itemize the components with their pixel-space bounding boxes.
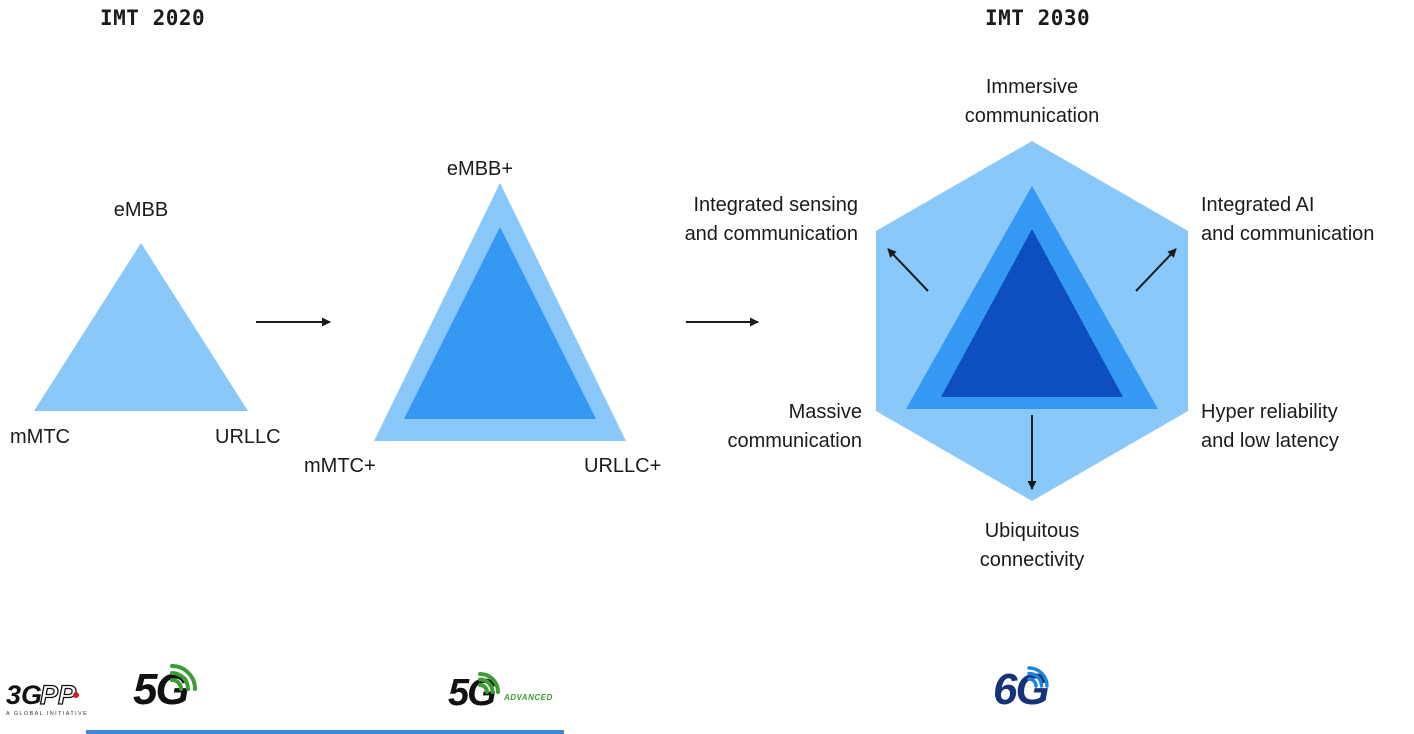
label-line: Massive xyxy=(788,401,862,423)
logo-3gpp-red-accent-icon xyxy=(73,691,80,698)
label-integrated-sensing: Integrated sensing and communication xyxy=(685,191,858,249)
logo-3gpp-wordmark: 3GPP xyxy=(6,680,88,710)
logo-3gpp: 3GPP A GLOBAL INITIATIVE xyxy=(6,680,89,717)
logo-5g-advanced-suffix: ADVANCED xyxy=(504,693,553,702)
logo-3gpp-pp: PP xyxy=(39,680,77,710)
label-mmtc: mMTC xyxy=(10,426,70,448)
label-line: Integrated AI xyxy=(1201,194,1315,216)
label-mmtc-plus: mMTC+ xyxy=(304,455,376,477)
label-urllc-plus: URLLC+ xyxy=(584,455,662,477)
logo-5g-signal-waves-icon xyxy=(170,664,197,691)
logo-6g-signal-waves-icon xyxy=(1027,666,1049,688)
logo-5g-advanced: 5G ADVANCED xyxy=(448,672,552,712)
logo-3gpp-tagline: A GLOBAL INITIATIVE xyxy=(6,711,89,717)
label-line: and low latency xyxy=(1201,430,1339,452)
logo-6g-wordmark: 6G xyxy=(993,665,1050,714)
arrow-integrated-sensing-icon xyxy=(887,248,929,292)
label-embb-plus: eMBB+ xyxy=(446,158,514,180)
label-line: Ubiquitous xyxy=(984,520,1080,542)
6g-inner-triangle xyxy=(941,229,1123,397)
label-ubiquitous-connectivity: Ubiquitous connectivity xyxy=(912,517,1152,575)
label-massive-communication: Massive communication xyxy=(727,398,862,456)
label-integrated-ai: Integrated AI and communication xyxy=(1201,191,1374,249)
5g-advanced-inner-triangle xyxy=(404,227,596,419)
label-line: and communication xyxy=(684,223,858,245)
label-immersive-communication: Immersive communication xyxy=(912,73,1152,131)
label-line: Immersive xyxy=(985,76,1079,98)
label-urllc: URLLC xyxy=(215,426,281,448)
arrow-integrated-ai-icon xyxy=(1135,248,1177,292)
imt-2020-heading: IMT 2020 xyxy=(100,6,206,30)
label-embb: eMBB xyxy=(113,199,169,221)
logo-6g: 6G xyxy=(993,665,1050,714)
logo-5g-advanced-signal-waves-icon xyxy=(478,672,500,694)
label-line: communication xyxy=(727,430,862,452)
5g-triangle xyxy=(34,243,248,411)
cropped-blue-bar xyxy=(86,730,564,734)
imt-2030-heading: IMT 2030 xyxy=(985,6,1091,30)
label-line: and communication xyxy=(1201,223,1375,245)
label-line: Hyper reliability xyxy=(1201,401,1338,423)
label-line: connectivity xyxy=(979,549,1085,571)
logo-5g: 5G xyxy=(133,664,197,712)
label-line: communication xyxy=(964,105,1100,127)
label-hyper-reliability: Hyper reliability and low latency xyxy=(1201,398,1339,456)
logo-3gpp-3g: 3G xyxy=(6,680,43,710)
label-line: Integrated sensing xyxy=(693,194,858,216)
